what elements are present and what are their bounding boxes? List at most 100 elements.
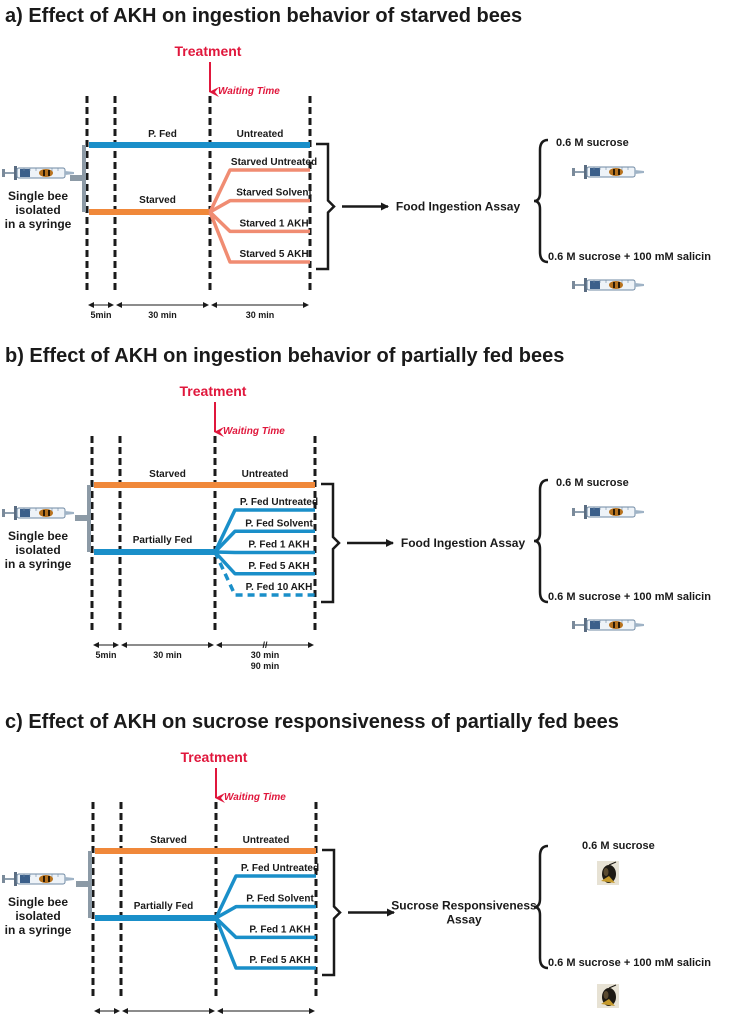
syringe-plunger-rod [575, 171, 585, 173]
top-bar-post-label: Untreated [237, 129, 284, 140]
branch-line [208, 168, 310, 213]
subject-label-line: in a syringe [5, 557, 72, 571]
bee-head-icon [597, 984, 619, 1008]
syringe-flange [584, 165, 587, 179]
treatment-label: Treatment [181, 749, 248, 765]
syringe-plunger-cap [572, 621, 575, 629]
bee-mouthpart [601, 999, 615, 1006]
syringe-plunger-cap [2, 509, 5, 517]
bee-icon [39, 509, 53, 517]
assay-label: Assay [446, 913, 482, 927]
branch-label: P. Fed 1 AKH [249, 924, 310, 935]
syringe-tip [65, 877, 74, 881]
duration-label: 5min [90, 310, 111, 320]
syringe-tip [635, 170, 644, 174]
syringe-bee-icon [2, 872, 74, 886]
subject-label-line: isolated [15, 203, 60, 217]
bee-stripe-icon [618, 169, 620, 175]
branch-label: P. Fed Untreated [240, 497, 318, 508]
bee-icon [39, 875, 53, 883]
syringe-tip [635, 283, 644, 287]
solution-label-2: 0.6 M sucrose + 100 mM salicin [548, 957, 711, 969]
subject-label-line: in a syringe [5, 217, 72, 231]
panel-a: a) Effect of AKH on ingestion behavior o… [2, 5, 711, 320]
treatment-label: Treatment [175, 43, 242, 59]
branch-line [213, 529, 315, 554]
syringe-plunger-rod [575, 511, 585, 513]
syringe-plunger-seal [590, 281, 600, 289]
syringe-plunger-cap [572, 281, 575, 289]
bee-head-icon [597, 861, 619, 885]
duration-label: 30 min [148, 310, 177, 320]
group-bracket [321, 482, 341, 604]
subject-label-line: isolated [15, 543, 60, 557]
duration-label-alt: 90 min [251, 661, 280, 671]
syringe-plunger-cap [2, 169, 5, 177]
bee-eye [603, 868, 609, 876]
subject-label-line: Single bee [8, 189, 68, 203]
duration-label: 5min [95, 650, 116, 660]
assay-label: Sucrose Responsiveness [391, 899, 537, 913]
syringe-plunger-cap [572, 168, 575, 176]
panel-title: a) Effect of AKH on ingestion behavior o… [5, 5, 522, 27]
bee-stripe-icon [613, 622, 615, 628]
syringe-flange [584, 505, 587, 519]
subject-label-line: in a syringe [5, 923, 72, 937]
solution-label-1: 0.6 M sucrose [582, 840, 655, 852]
treatment-label: Treatment [180, 383, 247, 399]
bee-stripe-icon [48, 876, 50, 882]
solution-brace [533, 844, 549, 970]
subject-label-line: isolated [15, 909, 60, 923]
group-bracket [316, 142, 336, 271]
solution-brace [533, 138, 549, 264]
bee-stripe-icon [43, 876, 45, 882]
syringe-plunger-seal [20, 509, 30, 517]
bee-stripe-icon [43, 170, 45, 176]
branch-line [213, 550, 315, 576]
bee-icon [609, 281, 623, 289]
solution-label-1: 0.6 M sucrose [556, 477, 629, 489]
bee-antenna [608, 984, 617, 989]
panel-title: b) Effect of AKH on ingestion behavior o… [5, 345, 564, 367]
top-bar-post-label: Untreated [243, 835, 290, 846]
syringe-flange [14, 872, 17, 886]
branch-label: P. Fed Solvent [245, 518, 313, 529]
branch-label: Starved 5 AKH [239, 249, 308, 260]
syringe-plunger-rod [575, 624, 585, 626]
branch-label: Starved 1 AKH [239, 218, 308, 229]
solution-label-2: 0.6 M sucrose + 100 mM salicin [548, 251, 711, 263]
subject-label-line: Single bee [8, 529, 68, 543]
syringe-bee-icon [572, 618, 644, 632]
bee-icon [609, 168, 623, 176]
syringe-tip [65, 171, 74, 175]
bee-stripe-icon [618, 622, 620, 628]
assay-label: Food Ingestion Assay [396, 200, 521, 214]
branch-label: P. Fed Untreated [241, 863, 319, 874]
main-bar-label: Starved [139, 195, 176, 206]
branch-label: P. Fed Solvent [246, 894, 314, 905]
syringe-plunger-seal [20, 875, 30, 883]
bee-stripe-icon [613, 169, 615, 175]
bee-stripe-icon [613, 282, 615, 288]
top-bar-post-label: Untreated [242, 469, 289, 480]
syringe-flange [14, 506, 17, 520]
branch-line [215, 904, 316, 920]
bee-stripe-icon [48, 170, 50, 176]
bee-stripe-icon [43, 510, 45, 516]
branch-label: Starved Untreated [231, 157, 317, 168]
syringe-plunger-seal [590, 621, 600, 629]
syringe-plunger-cap [572, 508, 575, 516]
subject-label-line: Single bee [8, 895, 68, 909]
syringe-bee-icon [2, 166, 74, 180]
syringe-bee-icon [572, 165, 644, 179]
solution-label-1: 0.6 M sucrose [556, 137, 629, 149]
syringe-flange [584, 618, 587, 632]
axis-break-mark: // [262, 640, 268, 650]
bee-antenna [608, 861, 617, 866]
syringe-plunger-rod [5, 878, 15, 880]
branch-line [214, 916, 316, 940]
branch-line [213, 551, 315, 597]
syringe-plunger-seal [590, 168, 600, 176]
